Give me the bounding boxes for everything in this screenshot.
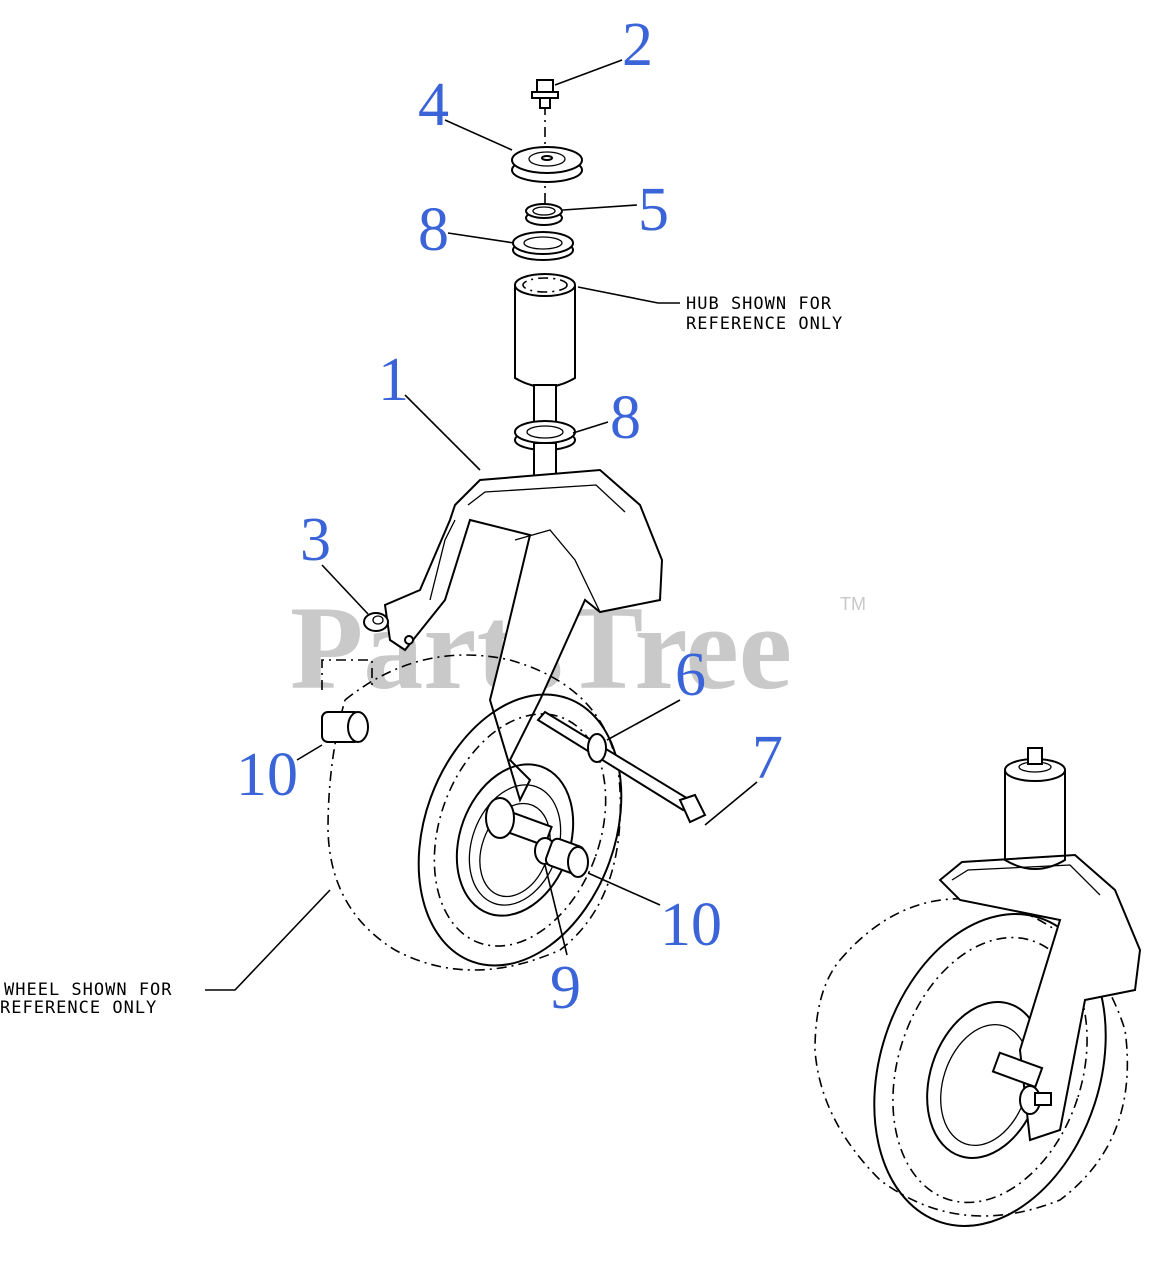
main-assembly — [321, 79, 707, 971]
part-10-spacer-right — [544, 837, 589, 878]
callout-5: 5 — [638, 176, 669, 244]
callout-2: 2 — [622, 11, 653, 79]
callout-7: 7 — [752, 724, 783, 792]
callout-8-upper: 8 — [418, 196, 449, 264]
part-4-cap — [511, 146, 583, 183]
ref-dash-lines — [321, 659, 373, 690]
part-5-seal — [525, 203, 563, 226]
note-wheel-line2: REFERENCE ONLY — [0, 998, 157, 1018]
callouts: 2 4 5 8 1 8 3 6 7 10 10 9 — [236, 11, 783, 1022]
hub-reference — [514, 273, 576, 426]
callout-8-lower: 8 — [610, 384, 641, 452]
wheel-axle-inner — [485, 797, 553, 847]
watermark-trademark: TM — [840, 594, 866, 614]
part-8-bearing-upper — [512, 231, 574, 261]
part-1-caster-fork — [383, 468, 664, 803]
note-hub-line2: REFERENCE ONLY — [686, 314, 843, 334]
note-wheel-line1: WHEEL SHOWN FOR — [4, 980, 173, 1000]
note-hub-line1: HUB SHOWN FOR — [686, 294, 832, 314]
part-3-nut — [363, 612, 389, 632]
callout-3: 3 — [300, 506, 331, 574]
callout-10-right: 10 — [660, 891, 722, 959]
callout-10-left: 10 — [236, 741, 298, 809]
callout-6: 6 — [675, 641, 706, 709]
part-10-spacer-left — [321, 711, 369, 743]
assembled-view — [814, 747, 1142, 1227]
callout-4: 4 — [418, 71, 449, 139]
callout-1: 1 — [378, 346, 409, 414]
part-7-axle-bolt — [536, 710, 707, 824]
leader-lines — [205, 59, 758, 991]
part-6-washer — [587, 733, 607, 763]
notes: HUB SHOWN FOR REFERENCE ONLY WHEEL SHOWN… — [0, 294, 843, 1018]
part-2-bolt — [531, 79, 559, 109]
callout-9: 9 — [550, 954, 581, 1022]
